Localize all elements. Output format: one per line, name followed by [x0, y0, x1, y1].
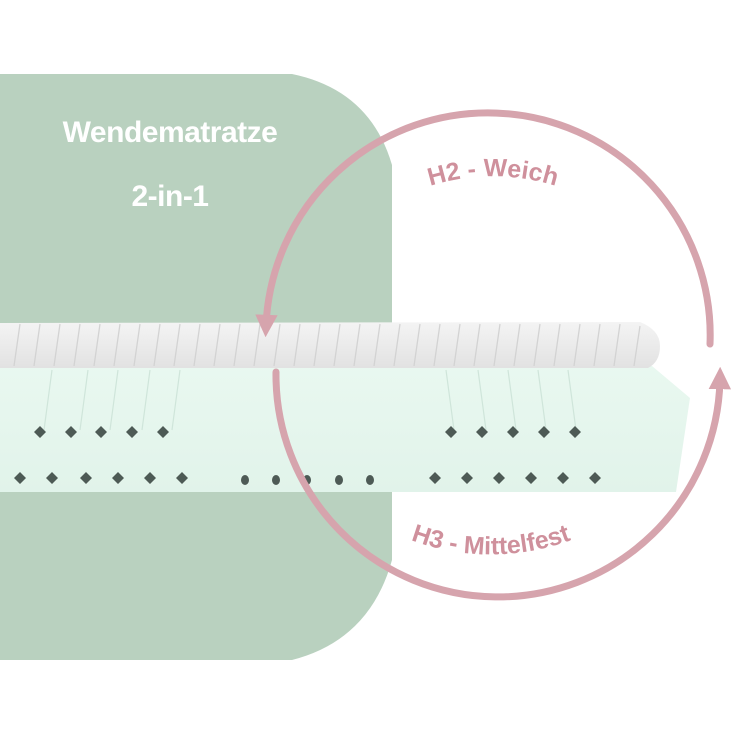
label-h3-mittelfest: H3 - Mittelfest [409, 519, 574, 561]
mattress-cover-ribs [13, 323, 641, 367]
label-h2-weich-text: H2 - Weich [424, 154, 561, 191]
mattress [0, 322, 690, 492]
arrow-top [255, 109, 714, 348]
label-h2-weich: H2 - Weich [424, 154, 561, 191]
headline-line-1: Wendematratze [62, 116, 278, 149]
label-h3-mittelfest-text: H3 - Mittelfest [409, 519, 574, 561]
arrow-bottom [272, 366, 732, 601]
mattress-foam-core [0, 364, 690, 492]
headline-line-2: 2-in-1 [131, 180, 209, 213]
foam-cut-lines [43, 369, 577, 431]
flip-arrows [255, 109, 732, 601]
